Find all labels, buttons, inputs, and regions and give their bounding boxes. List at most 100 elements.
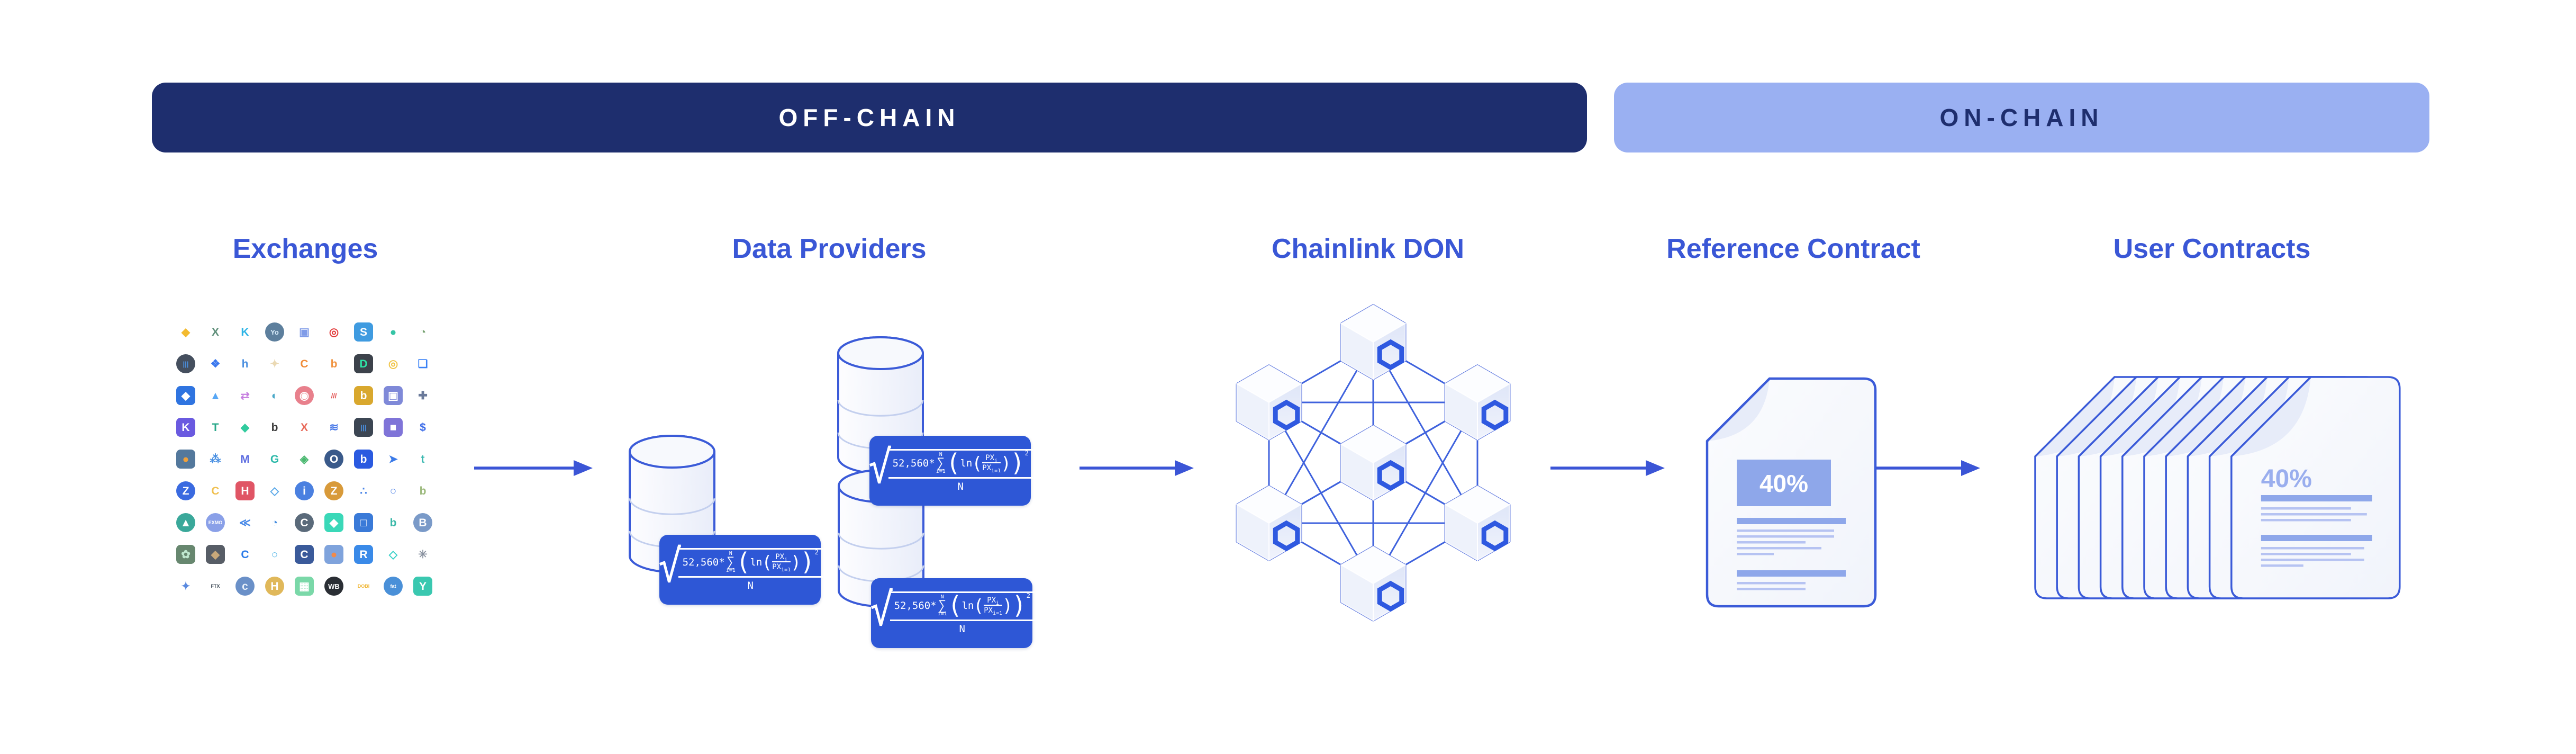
log-function: ln [962,599,974,612]
exchange-logo-icon: ◎ [388,357,398,370]
chainlink-node-icon [1340,545,1407,622]
exchange-logo-icon: DOBI [357,583,370,589]
exchange-logo-icon: ◐ [271,389,278,402]
exchange-logo-icon: K [176,418,195,437]
chainlink-node-icon [1340,304,1407,380]
offchain-banner-label: OFF-CHAIN [778,104,960,131]
exchange-logo-icon: ▲ [176,513,195,532]
user-contract-percent: 40% [2261,465,2312,493]
exchange-logo-icon: D [354,354,373,373]
summation: N ∑ i=1 [937,594,947,617]
exchange-logo-icon: ◇ [270,484,279,497]
flow-arrow [474,460,593,476]
exchange-logo-icon: ≋ [329,421,339,434]
user-contract-sheet [2230,376,2401,599]
flow-arrow [1875,460,1980,476]
exchange-logo-icon: X [300,421,308,434]
exchange-logo-icon: Z [176,481,195,500]
exchange-logo-icon: ◆ [176,386,195,405]
exchange-logo-icon: ||| [176,354,195,373]
summation: N ∑ i=1 [936,451,946,475]
exchange-logo-icon: ⁂ [210,453,221,465]
exchange-logo-icon: R [354,545,373,564]
exchange-logo-icon: ◔ [419,326,427,338]
exchange-logo-icon: fat [384,577,403,596]
radical-sign: √ [658,540,682,593]
chainlink-logo-icon [1377,339,1404,371]
reference-contract-content: 40% [1737,460,1846,590]
exchange-logo-icon: ❏ [418,357,428,370]
exchange-logo-icon: C [211,484,220,497]
exchange-logo-icon: ▣ [384,386,403,405]
exchange-logo-icon: ◆ [181,326,191,338]
offchain-banner: OFF-CHAIN [152,83,1587,152]
exchange-logo-icon: t [421,453,425,465]
log-function: ln [750,556,763,568]
chainlink-logo-icon [1481,399,1509,431]
reference-percent: 40% [1759,470,1808,497]
exchange-logo-icon: K [241,326,249,338]
exchange-logo-icon: ● [176,450,195,469]
formula-coefficient: 52,560* [894,599,937,612]
chainlink-don-title: Chainlink DON [1271,234,1465,264]
exchange-logo-icon: S [354,322,373,342]
radical-sign: √ [870,584,894,636]
exchange-logo-icon: C [241,548,249,561]
exchange-logo-icon: ○ [389,484,397,497]
exchange-logo-icon: ○ [271,548,278,561]
data-providers-title: Data Providers [732,234,927,264]
formula-denominator: N [747,580,754,592]
chainlink-logo-icon [1377,460,1404,491]
exchange-logo-icon: ⇄ [240,389,250,402]
flow-arrow [1080,460,1194,476]
exchange-logo-icon: ❖ [210,357,221,370]
exchange-logo-icon: ≪ [239,516,251,529]
exchange-logo-icon: C [295,545,314,564]
exchange-logo-icon: b [271,421,278,434]
exchange-logo-icon: C [300,357,309,370]
exchange-logo-icon: H [265,577,284,596]
chainlink-logo-icon [1273,520,1300,552]
chainlink-node-icon [1236,364,1302,441]
exponent: 2 [1026,591,1030,599]
exchange-logo-icon: /// [331,391,337,400]
exchange-logo-icon: ■ [384,418,403,437]
chainlink-node-icon [1444,485,1511,561]
exchange-logo-icon: ∴ [360,484,367,497]
flow-arrow [1550,460,1665,476]
exchange-logo-icon: b [330,357,338,370]
exchange-logo-icon: ◆ [240,421,250,434]
exchange-logo-icon: ◆ [206,545,225,564]
exchange-logo-icon: ● [389,326,397,338]
exchange-logo-icon: T [212,421,219,434]
exchange-logo-icon: G [270,453,279,465]
formula-denominator: N [959,623,965,635]
exponent: 2 [814,548,819,556]
exchange-logo-icon: ||| [354,418,373,437]
exchange-logo-icon: ◔ [271,516,278,529]
exchange-logo-icon: ✿ [176,545,195,564]
exchange-logo-icon: C [295,513,314,532]
exchange-logo-icon: b [354,450,373,469]
exchange-logo-icon: ✚ [418,389,428,402]
exchange-logo-icon: ✳ [418,548,428,561]
reference-contract-title: Reference Contract [1666,234,1920,264]
exchange-logo-icon: h [241,357,249,370]
user-contracts-title: User Contracts [2113,234,2311,264]
exchange-logo-icon: b [354,386,373,405]
chainlink-node-icon [1236,485,1302,561]
exchange-logo-icon: ◎ [329,326,339,338]
user-contract-content: 40% [2261,465,2372,567]
exchanges-title: Exchanges [232,234,378,264]
exchange-logo-icon: X [211,326,219,338]
chainlink-logo-icon [1481,520,1509,552]
exchange-logo-icon: ◉ [295,386,314,405]
